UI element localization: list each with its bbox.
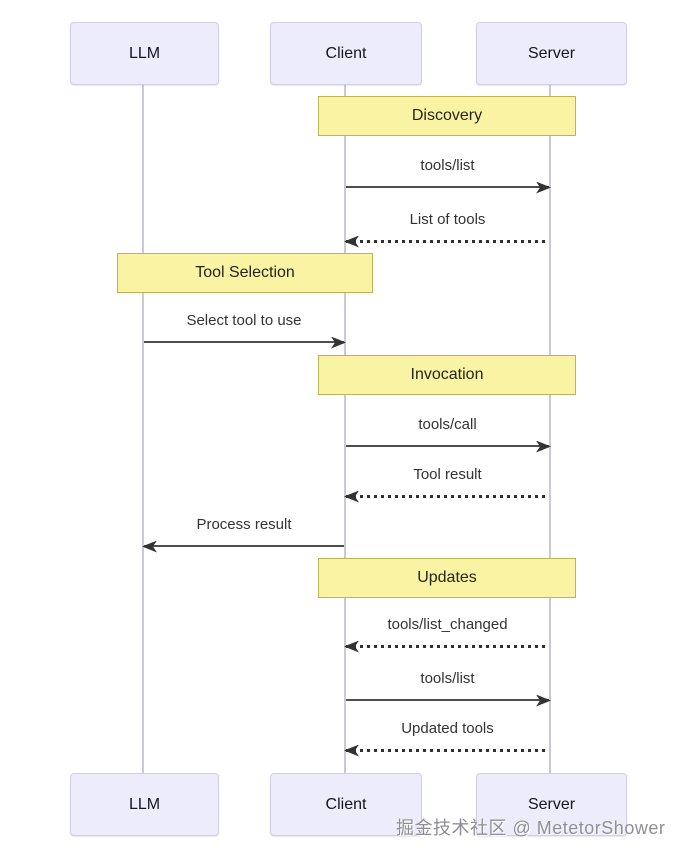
message-tools-list-2: tools/list [345, 667, 551, 707]
arrow-line [346, 445, 549, 447]
message-tools-list-1: tools/list [345, 154, 551, 194]
lifeline-llm [142, 85, 144, 777]
note-label: Updates [417, 569, 477, 586]
message-tools-call: tools/call [345, 413, 551, 453]
arrow-line [346, 699, 549, 701]
note-label: Tool Selection [195, 264, 295, 281]
arrow-line [144, 341, 344, 343]
message-label: List of tools [409, 211, 486, 228]
message-tools-list-changed: tools/list_changed [344, 613, 550, 653]
message-label: tools/list_changed [387, 616, 508, 633]
participant-llm-bottom: LLM [70, 773, 219, 836]
message-label: Tool result [413, 466, 482, 483]
arrow-line-dotted [346, 494, 549, 498]
note-label: Discovery [411, 107, 483, 124]
message-list-of-tools: List of tools [344, 208, 550, 248]
lifeline-server [549, 85, 551, 777]
participant-label: Server [527, 795, 576, 813]
message-tool-result: Tool result [344, 463, 550, 503]
participant-label: Client [325, 44, 367, 62]
participant-label: LLM [128, 795, 161, 813]
note-discovery: Discovery [318, 96, 576, 136]
note-updates: Updates [318, 558, 576, 598]
participant-label: Server [527, 44, 576, 62]
participant-client-bottom: Client [270, 773, 422, 836]
message-label: Process result [196, 516, 292, 533]
arrow-line [144, 545, 344, 547]
message-select-tool: Select tool to use [143, 309, 346, 349]
message-label: tools/list [420, 670, 475, 687]
participant-server-top: Server [476, 22, 627, 85]
participant-label: Client [325, 795, 367, 813]
message-updated-tools: Updated tools [344, 717, 550, 757]
participant-client-top: Client [270, 22, 422, 85]
arrow-line-dotted [346, 644, 549, 648]
message-label: tools/list [420, 157, 475, 174]
arrow-line-dotted [346, 239, 549, 243]
participant-server-bottom: Server [476, 773, 627, 836]
note-tool-selection: Tool Selection [117, 253, 373, 293]
message-label: Updated tools [401, 720, 494, 737]
note-label: Invocation [410, 366, 484, 383]
message-label: Select tool to use [186, 312, 302, 329]
participant-label: LLM [128, 44, 161, 62]
lifeline-client [344, 85, 346, 777]
watermark-text: 掘金技术社区 @ MetetorShower [396, 818, 666, 838]
participant-llm-top: LLM [70, 22, 219, 85]
arrow-line [346, 186, 549, 188]
message-label: tools/call [418, 416, 477, 433]
message-process-result: Process result [142, 513, 345, 553]
note-invocation: Invocation [318, 355, 576, 395]
arrow-line-dotted [346, 748, 549, 752]
